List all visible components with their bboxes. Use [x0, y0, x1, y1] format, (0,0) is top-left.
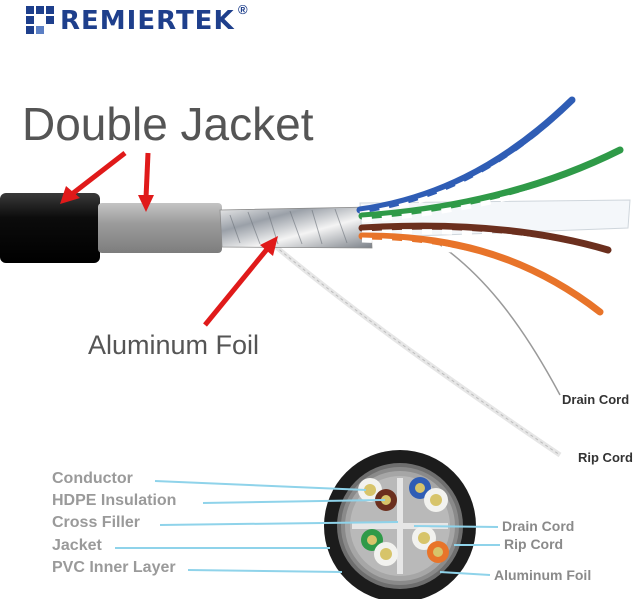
- brand-name: REMIERTEK: [60, 6, 235, 36]
- rip-cord: [273, 244, 562, 458]
- legend-leader-lines: [115, 480, 500, 576]
- headline-double-jacket: Double Jacket: [22, 98, 314, 150]
- legend-drain-cord: Drain Cord: [502, 518, 575, 534]
- premiertek-logo-icon: [26, 6, 54, 34]
- double-jacket-arrows: [60, 151, 154, 212]
- aluminum-foil-label: Aluminum Foil: [88, 330, 260, 360]
- brown-pair: [358, 222, 612, 254]
- outer-jacket: [0, 193, 100, 263]
- green-pair: [358, 146, 624, 220]
- legend-hdpe-insulation: HDPE Insulation: [52, 492, 177, 509]
- legend-conductor: Conductor: [52, 470, 133, 487]
- legend-jacket: Jacket: [52, 537, 102, 554]
- registered-mark: ®: [238, 2, 248, 17]
- orange-pair: [358, 232, 604, 316]
- legend-aluminum-foil: Aluminum Foil: [494, 567, 592, 583]
- drain-cord: [429, 237, 561, 396]
- legend-cross-filler: Cross Filler: [52, 514, 141, 531]
- drain-cord-label: Drain Cord: [562, 392, 630, 407]
- blue-pair: [356, 96, 576, 214]
- foil-arrow: [203, 236, 278, 327]
- legend-pvc-inner-layer: PVC Inner Layer: [52, 559, 176, 576]
- cable-cross-section: [324, 450, 476, 599]
- inner-jacket: [98, 203, 222, 253]
- legend-rip-cord: Rip Cord: [504, 536, 564, 552]
- rip-cord-label: Rip Cord: [578, 450, 633, 465]
